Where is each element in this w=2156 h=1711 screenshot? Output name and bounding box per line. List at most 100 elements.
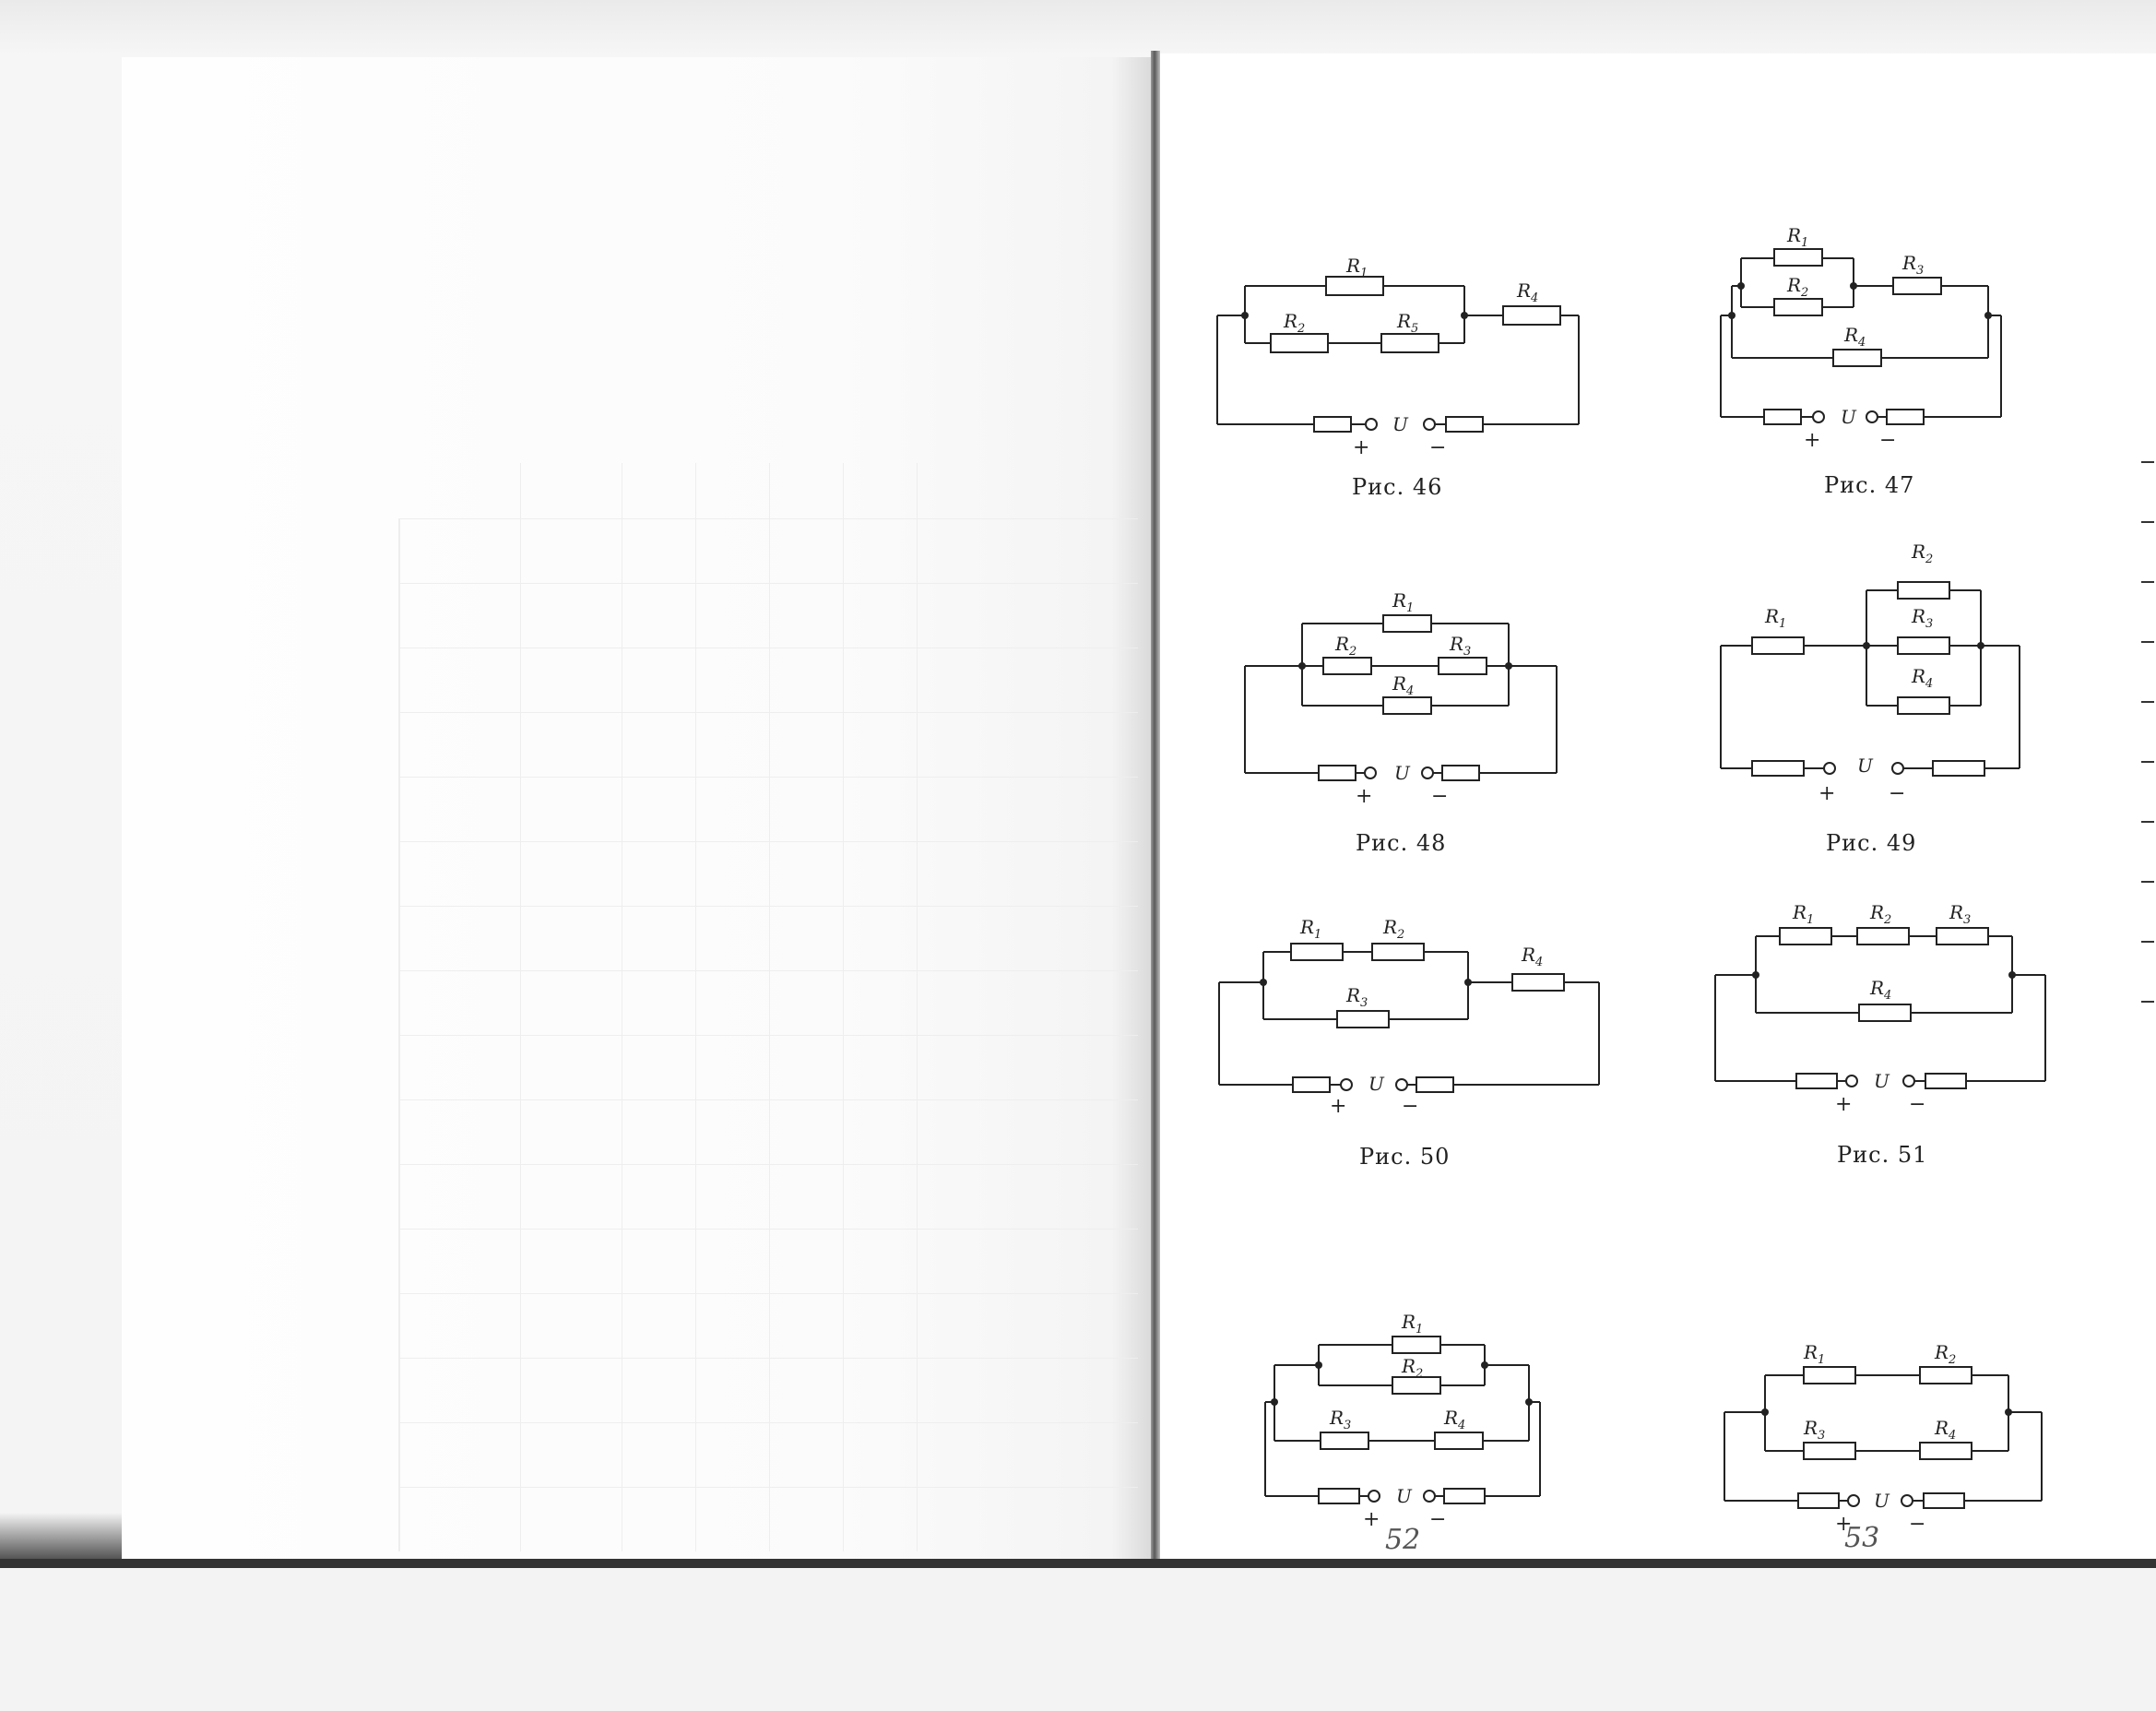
svg-text:R: R <box>1786 224 1801 246</box>
svg-text:R: R <box>1803 1341 1818 1363</box>
svg-text:−: − <box>1879 429 1896 452</box>
svg-text:4: 4 <box>1925 677 1933 691</box>
r1-label: R <box>1345 255 1360 277</box>
scan-bottom-shadow <box>0 1559 2156 1568</box>
svg-text:U: U <box>1394 762 1411 784</box>
svg-text:3: 3 <box>1360 996 1368 1010</box>
right-page <box>1160 53 2156 1568</box>
svg-text:2: 2 <box>1948 1353 1956 1367</box>
svg-text:1: 1 <box>1807 913 1814 927</box>
svg-text:1: 1 <box>1801 236 1808 250</box>
svg-text:R: R <box>1392 589 1406 612</box>
r5-label: R <box>1396 310 1411 332</box>
svg-text:R: R <box>1911 665 1925 687</box>
r4-label: R <box>1516 279 1531 302</box>
edge-tick <box>2141 581 2154 583</box>
svg-text:4: 4 <box>1405 684 1414 698</box>
edge-tick <box>2141 521 2154 523</box>
svg-text:R: R <box>1329 1407 1344 1429</box>
svg-text:U: U <box>1857 755 1874 777</box>
edge-tick <box>2141 821 2154 823</box>
svg-text:R: R <box>1334 633 1349 655</box>
figure-number-53: 53 <box>1844 1522 1880 1554</box>
svg-text:R: R <box>1934 1341 1949 1363</box>
svg-text:+: + <box>1835 1513 1852 1536</box>
svg-text:R: R <box>1792 901 1807 923</box>
svg-text:1: 1 <box>1314 928 1321 942</box>
svg-text:1: 1 <box>1360 267 1368 280</box>
svg-text:R: R <box>1443 1407 1458 1429</box>
figure-caption-46: Рис. 46 <box>1352 474 1443 500</box>
voltage-label: U <box>1392 413 1409 435</box>
edge-tick <box>2141 941 2154 943</box>
svg-text:2: 2 <box>1925 553 1933 566</box>
svg-text:R: R <box>1869 901 1884 923</box>
svg-text:U: U <box>1841 406 1857 428</box>
svg-text:3: 3 <box>1916 264 1924 278</box>
minus-sign: − <box>1429 436 1446 459</box>
svg-text:+: + <box>1818 782 1835 805</box>
edge-tick <box>2141 461 2154 463</box>
svg-text:R: R <box>1449 633 1463 655</box>
edge-tick <box>2141 881 2154 883</box>
plus-sign: + <box>1353 436 1369 459</box>
svg-text:−: − <box>1431 785 1448 808</box>
svg-text:4: 4 <box>1857 336 1866 350</box>
svg-text:4: 4 <box>1534 956 1543 969</box>
svg-text:R: R <box>1901 252 1916 274</box>
svg-text:R: R <box>1803 1417 1818 1439</box>
svg-text:2: 2 <box>1348 645 1356 659</box>
svg-text:U: U <box>1874 1070 1890 1092</box>
svg-text:1: 1 <box>1406 601 1414 615</box>
svg-text:U: U <box>1396 1485 1413 1507</box>
svg-text:2: 2 <box>1883 913 1891 927</box>
svg-text:U: U <box>1368 1073 1385 1095</box>
svg-text:R: R <box>1401 1355 1416 1377</box>
svg-text:3: 3 <box>1344 1419 1351 1432</box>
figure-number-52: 52 <box>1385 1524 1421 1556</box>
svg-text:R: R <box>1869 977 1884 999</box>
svg-text:R: R <box>1949 901 1963 923</box>
svg-text:4: 4 <box>1457 1419 1465 1432</box>
svg-text:1: 1 <box>1818 1353 1825 1367</box>
svg-text:R: R <box>1764 605 1779 627</box>
edge-tick <box>2141 701 2154 703</box>
left-page-bleedthrough <box>122 57 1153 1568</box>
figure-caption-49: Рис. 49 <box>1826 830 1917 856</box>
svg-text:+: + <box>1330 1095 1346 1118</box>
svg-text:5: 5 <box>1411 322 1418 336</box>
svg-text:2: 2 <box>1396 928 1404 942</box>
svg-text:R: R <box>1345 984 1360 1006</box>
svg-text:4: 4 <box>1530 291 1538 305</box>
svg-text:−: − <box>1909 1093 1925 1116</box>
svg-text:R: R <box>1392 672 1406 695</box>
edge-tick <box>2141 761 2154 763</box>
svg-text:3: 3 <box>1818 1429 1825 1443</box>
figure-caption-47: Рис. 47 <box>1824 472 1915 498</box>
svg-text:R: R <box>1401 1311 1416 1333</box>
svg-text:3: 3 <box>1963 913 1971 927</box>
svg-text:2: 2 <box>1800 286 1808 300</box>
svg-text:−: − <box>1429 1508 1446 1531</box>
edge-tick <box>2141 1001 2154 1003</box>
svg-text:3: 3 <box>1925 617 1933 631</box>
figure-caption-51: Рис. 51 <box>1837 1142 1928 1168</box>
bleedthrough-table <box>398 463 1138 1551</box>
svg-text:−: − <box>1909 1513 1925 1536</box>
svg-text:R: R <box>1843 324 1858 346</box>
svg-text:R: R <box>1786 274 1801 296</box>
book-spine <box>1151 51 1160 1568</box>
svg-text:1: 1 <box>1416 1323 1423 1337</box>
svg-text:R: R <box>1911 541 1925 563</box>
figure-caption-48: Рис. 48 <box>1356 830 1447 856</box>
svg-text:−: − <box>1402 1095 1418 1118</box>
svg-text:R: R <box>1521 944 1535 966</box>
svg-text:+: + <box>1835 1093 1852 1116</box>
